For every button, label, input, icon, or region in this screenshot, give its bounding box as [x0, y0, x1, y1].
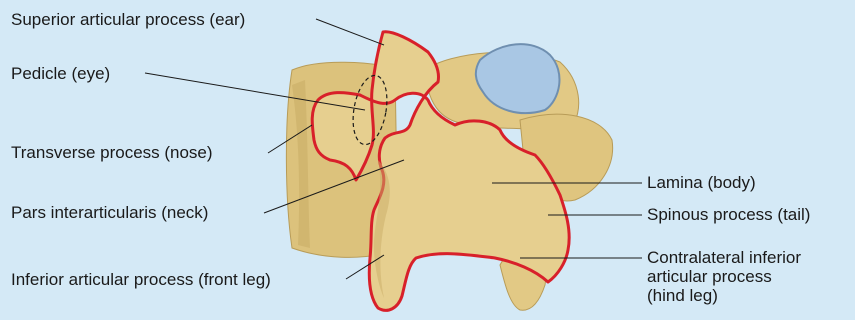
label-contralateral-inferior-articular-process: Contralateral inferior articular process…: [647, 248, 852, 305]
label-superior-articular-process: Superior articular process (ear): [11, 10, 245, 29]
label-pars-interarticularis: Pars interarticularis (neck): [11, 203, 208, 222]
label-spinous-process: Spinous process (tail): [647, 205, 810, 224]
label-transverse-process: Transverse process (nose): [11, 143, 213, 162]
label-contralateral-line2: articular process: [647, 267, 852, 286]
label-contralateral-line1: Contralateral inferior: [647, 248, 852, 267]
label-contralateral-line3: (hind leg): [647, 286, 852, 305]
label-lamina: Lamina (body): [647, 173, 756, 192]
label-inferior-articular-process: Inferior articular process (front leg): [11, 270, 271, 289]
leader-superior-articular: [316, 19, 384, 45]
label-pedicle: Pedicle (eye): [11, 64, 110, 83]
